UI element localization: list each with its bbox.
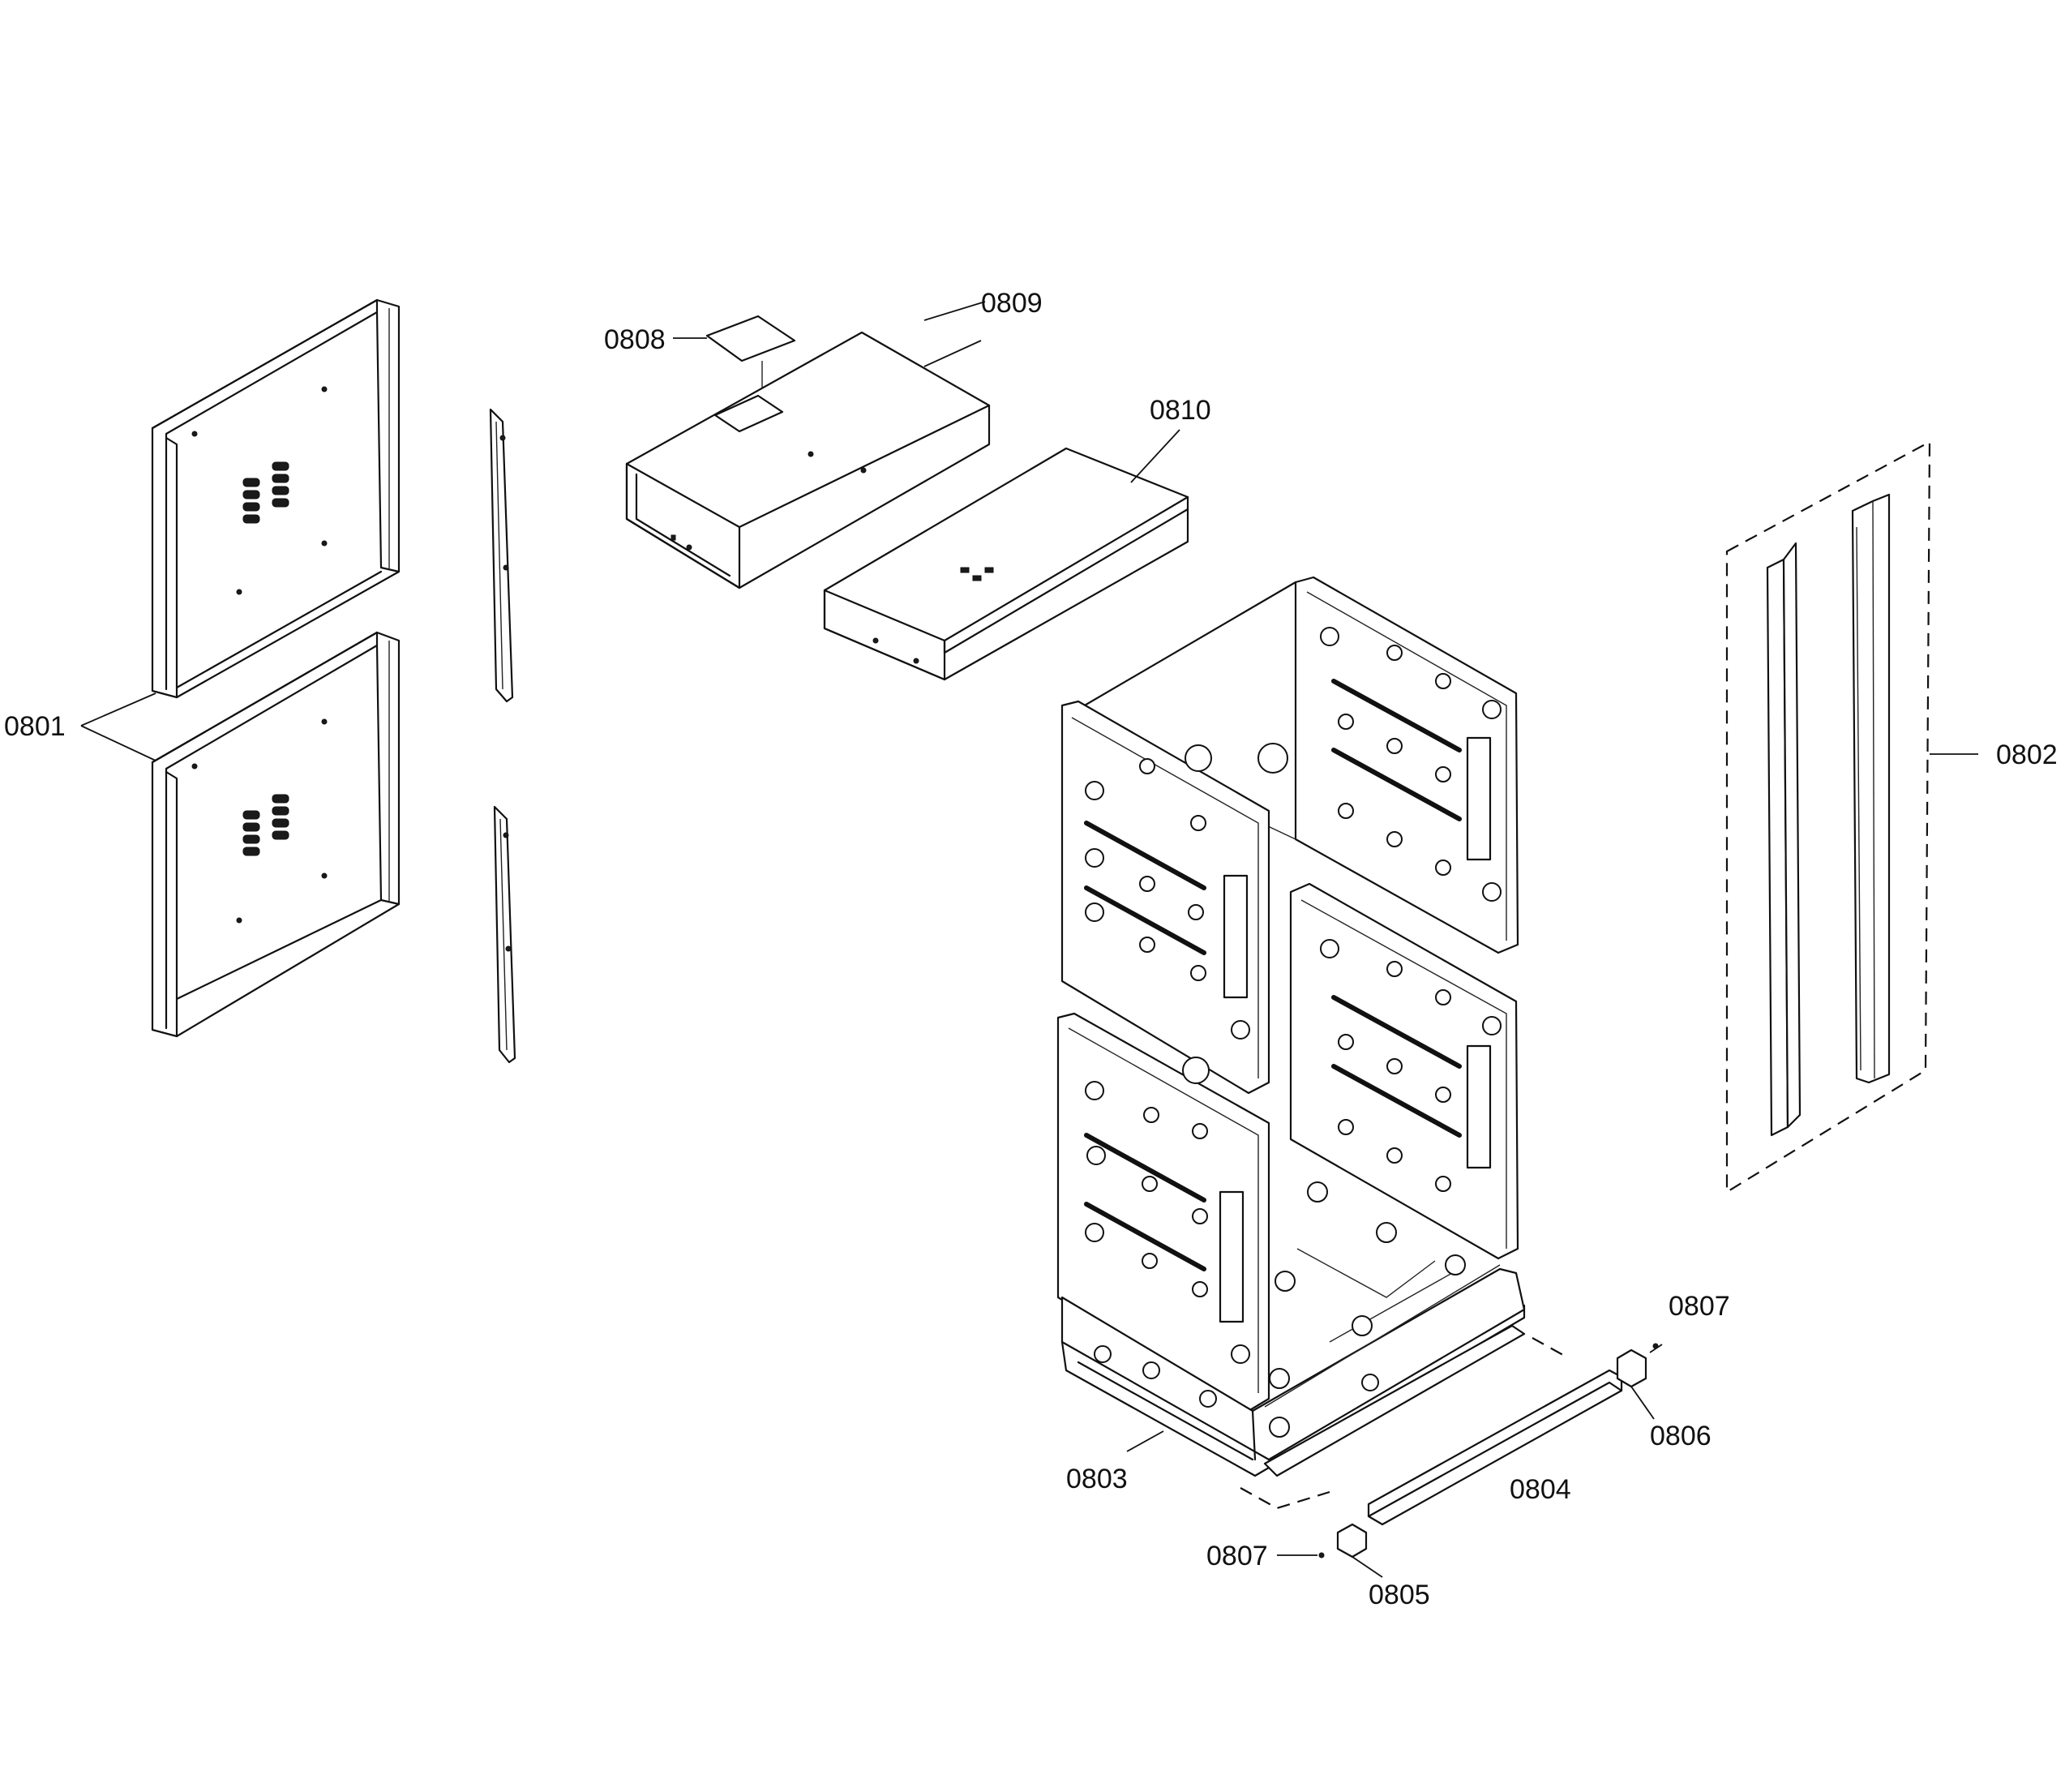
side-panel-upper [151,298,401,699]
callout-0801: 0801 [4,711,66,742]
rail-0804 [1240,1324,1623,1526]
oven-frame [1056,576,1526,1461]
vent-slots-lower [242,794,289,856]
callout-0804: 0804 [1510,1474,1571,1505]
callout-0805: 0805 [1369,1580,1430,1610]
callout-0807-bottom: 0807 [1206,1541,1268,1571]
callout-0803: 0803 [1066,1464,1128,1494]
callout-0809: 0809 [981,288,1043,319]
top-cover-0809 [625,331,991,589]
leader-lines [80,301,1180,1452]
callout-0810: 0810 [1150,395,1211,426]
side-strip-lower [493,805,516,1064]
base-front-0803 [1060,1304,1526,1477]
callout-0807-top: 0807 [1669,1291,1730,1322]
end-cap-0806 [1616,1343,1663,1420]
vent-slots-upper [242,461,289,524]
side-strip-upper [489,408,514,703]
channel-0810 [823,447,1189,681]
rail-set-0802 [1725,440,1978,1194]
side-panel-lower [151,631,401,1038]
callout-0808: 0808 [604,324,666,355]
callout-0802: 0802 [1996,740,2058,770]
callout-0806: 0806 [1650,1421,1712,1451]
end-cap-0805 [1277,1523,1383,1578]
